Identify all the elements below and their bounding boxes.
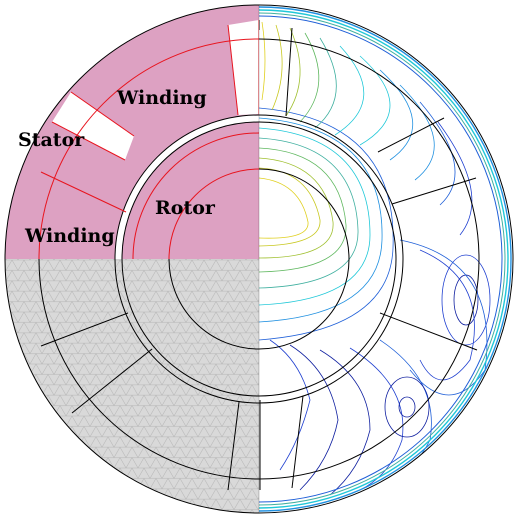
contour-lines [259,6,512,512]
stator-label: Stator [18,129,85,151]
mesh-outlines [4,259,259,514]
contour-outlines [259,4,514,514]
mesh-quadrant [4,259,259,514]
winding-top-label: Winding [116,87,207,109]
region-quadrant: Winding Stator Winding Rotor [4,4,259,259]
red-boundaries [38,20,259,259]
rotor-label: Rotor [155,197,216,219]
winding-left-label: Winding [24,225,115,247]
slot-opening-left [52,92,134,160]
flux-contour-half [259,4,514,514]
rotor-fill [121,121,259,259]
